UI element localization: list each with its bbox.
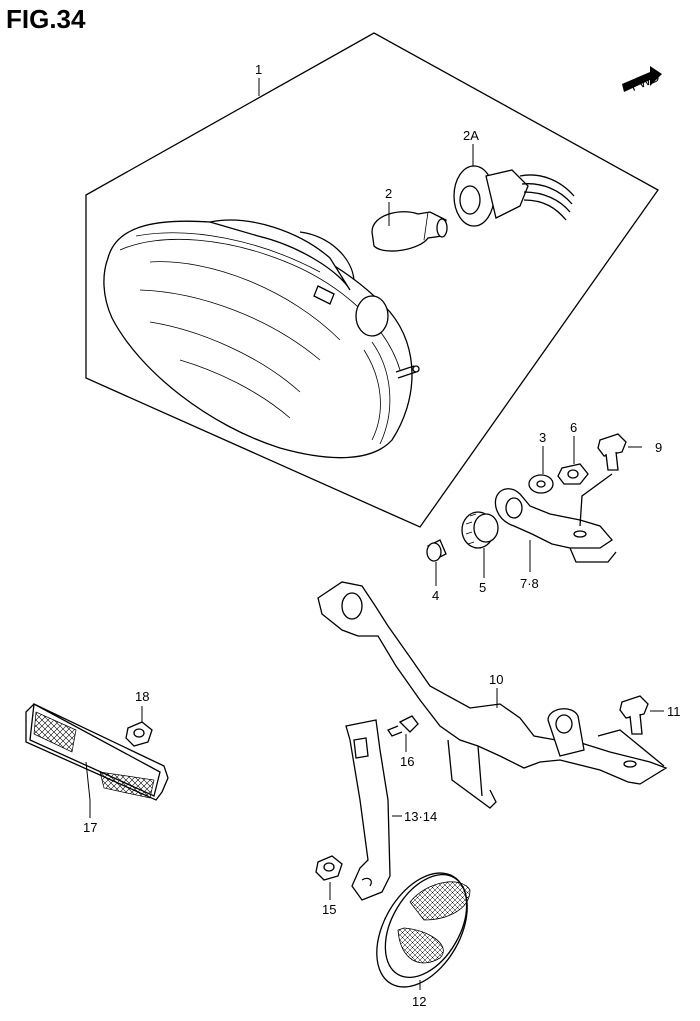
- callout-12: 12: [412, 994, 426, 1009]
- screw-16: [387, 715, 419, 737]
- callout-13-14: 13·14: [404, 809, 437, 824]
- reflector-bracket-13-14: [345, 719, 391, 901]
- round-reflector-12: [376, 872, 471, 988]
- callout-16: 16: [400, 754, 414, 769]
- bolt-9: [597, 433, 627, 471]
- callout-2: 2: [385, 186, 392, 201]
- callout-6: 6: [570, 420, 577, 435]
- nut-15: [315, 855, 343, 881]
- callout-9: 9: [655, 440, 662, 455]
- collar-4: [426, 539, 447, 562]
- bracket-10: [317, 581, 668, 809]
- callout-5: 5: [479, 580, 486, 595]
- fwd-arrow-icon: FWD: [622, 66, 662, 94]
- callout-2a: 2A: [463, 128, 479, 143]
- nut-6: [557, 463, 589, 485]
- callout-17: 17: [83, 820, 97, 835]
- callout-10: 10: [489, 672, 503, 687]
- callout-18: 18: [135, 689, 149, 704]
- callout-15: 15: [322, 902, 336, 917]
- rect-reflector-17: [25, 702, 169, 801]
- figure-title: FIG.34: [6, 4, 86, 34]
- leader-lines: [85, 78, 664, 990]
- nut-18: [125, 721, 153, 747]
- bolt-11: [619, 695, 649, 735]
- callout-3: 3: [539, 430, 546, 445]
- callout-11: 11: [667, 704, 681, 719]
- callout-7-8: 7·8: [520, 576, 539, 591]
- grommet-5: [461, 511, 499, 549]
- tail-light-assembly-box: [85, 32, 659, 528]
- tail-light-lens: [103, 219, 420, 459]
- fwd-label: FWD: [628, 69, 661, 94]
- callout-4: 4: [432, 588, 439, 603]
- washer-3: [528, 474, 554, 494]
- bracket-7-8: [494, 473, 617, 563]
- bulb-socket: [453, 165, 575, 227]
- callout-1: 1: [255, 62, 262, 77]
- bulb: [371, 211, 448, 252]
